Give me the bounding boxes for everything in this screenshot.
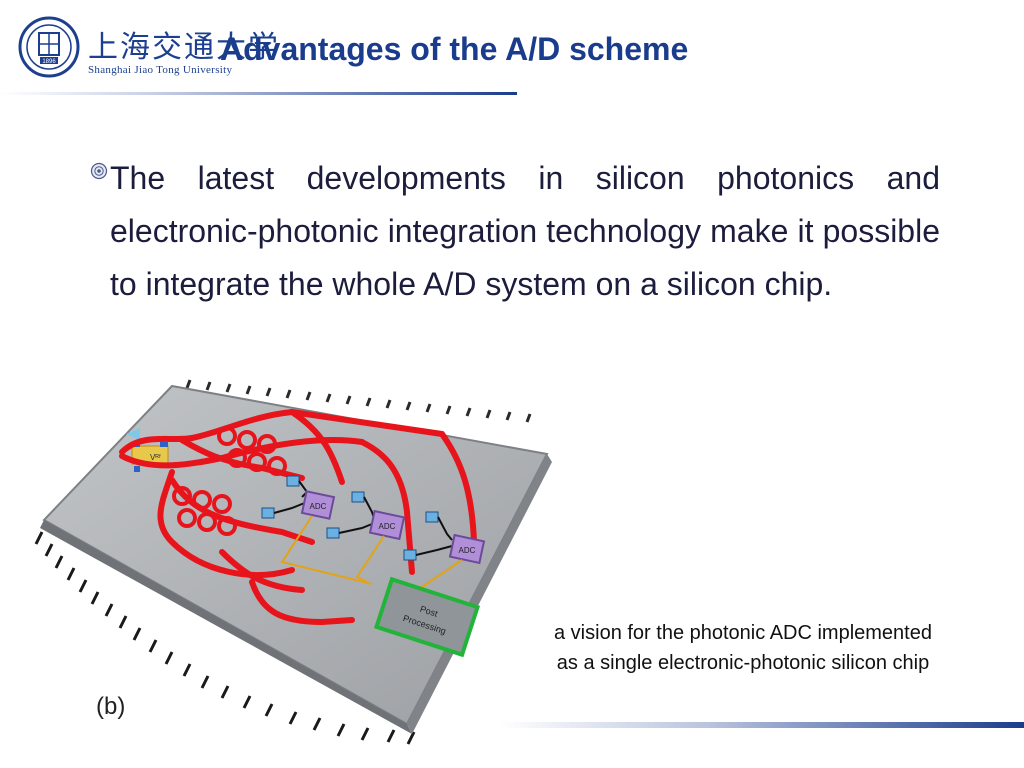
input-coupler <box>126 428 140 440</box>
bullet-text: The latest developments in silicon photo… <box>110 160 940 302</box>
caption-line-2: as a single electronic-photonic silicon … <box>556 652 930 674</box>
slide-title: Advantages of the A/D scheme <box>220 31 689 67</box>
chip-pins-bottom <box>34 531 416 745</box>
bullet-icon <box>90 162 108 180</box>
footer-divider <box>500 722 1024 728</box>
figure-panel-label: (b) <box>96 693 125 720</box>
university-logo: 1896 上海交通大学 Shanghai Jiao Tong Universit… <box>18 16 278 82</box>
university-english-name: Shanghai Jiao Tong University <box>88 64 233 76</box>
header-divider <box>0 92 517 95</box>
adc-label-2: ADC <box>379 522 396 531</box>
seal-year: 1896 <box>42 59 56 65</box>
university-chinese-name: 上海交通大学 <box>88 30 280 65</box>
post-processing-block: Post Processing <box>373 576 481 658</box>
chip-pins-top <box>185 379 532 423</box>
vin-label: Vᴿᶠ <box>150 453 161 462</box>
adc-block-1: ADC <box>300 490 336 520</box>
waveguides <box>119 408 477 626</box>
adc-label-3: ADC <box>459 546 476 555</box>
photodetectors <box>261 475 439 561</box>
adc-label-1: ADC <box>310 502 327 511</box>
photonic-chip-figure: Vᴿᶠ ADC ADC ADC <box>34 379 552 745</box>
caption-line-1: a vision for the photonic ADC implemente… <box>554 622 932 644</box>
adc-block-3: ADC <box>448 533 486 565</box>
ring-resonators <box>172 426 287 536</box>
figure-caption: a vision for the photonic ADC implemente… <box>494 618 992 678</box>
university-seal-icon: 1896 <box>18 16 80 78</box>
adc-block-2: ADC <box>368 509 406 541</box>
